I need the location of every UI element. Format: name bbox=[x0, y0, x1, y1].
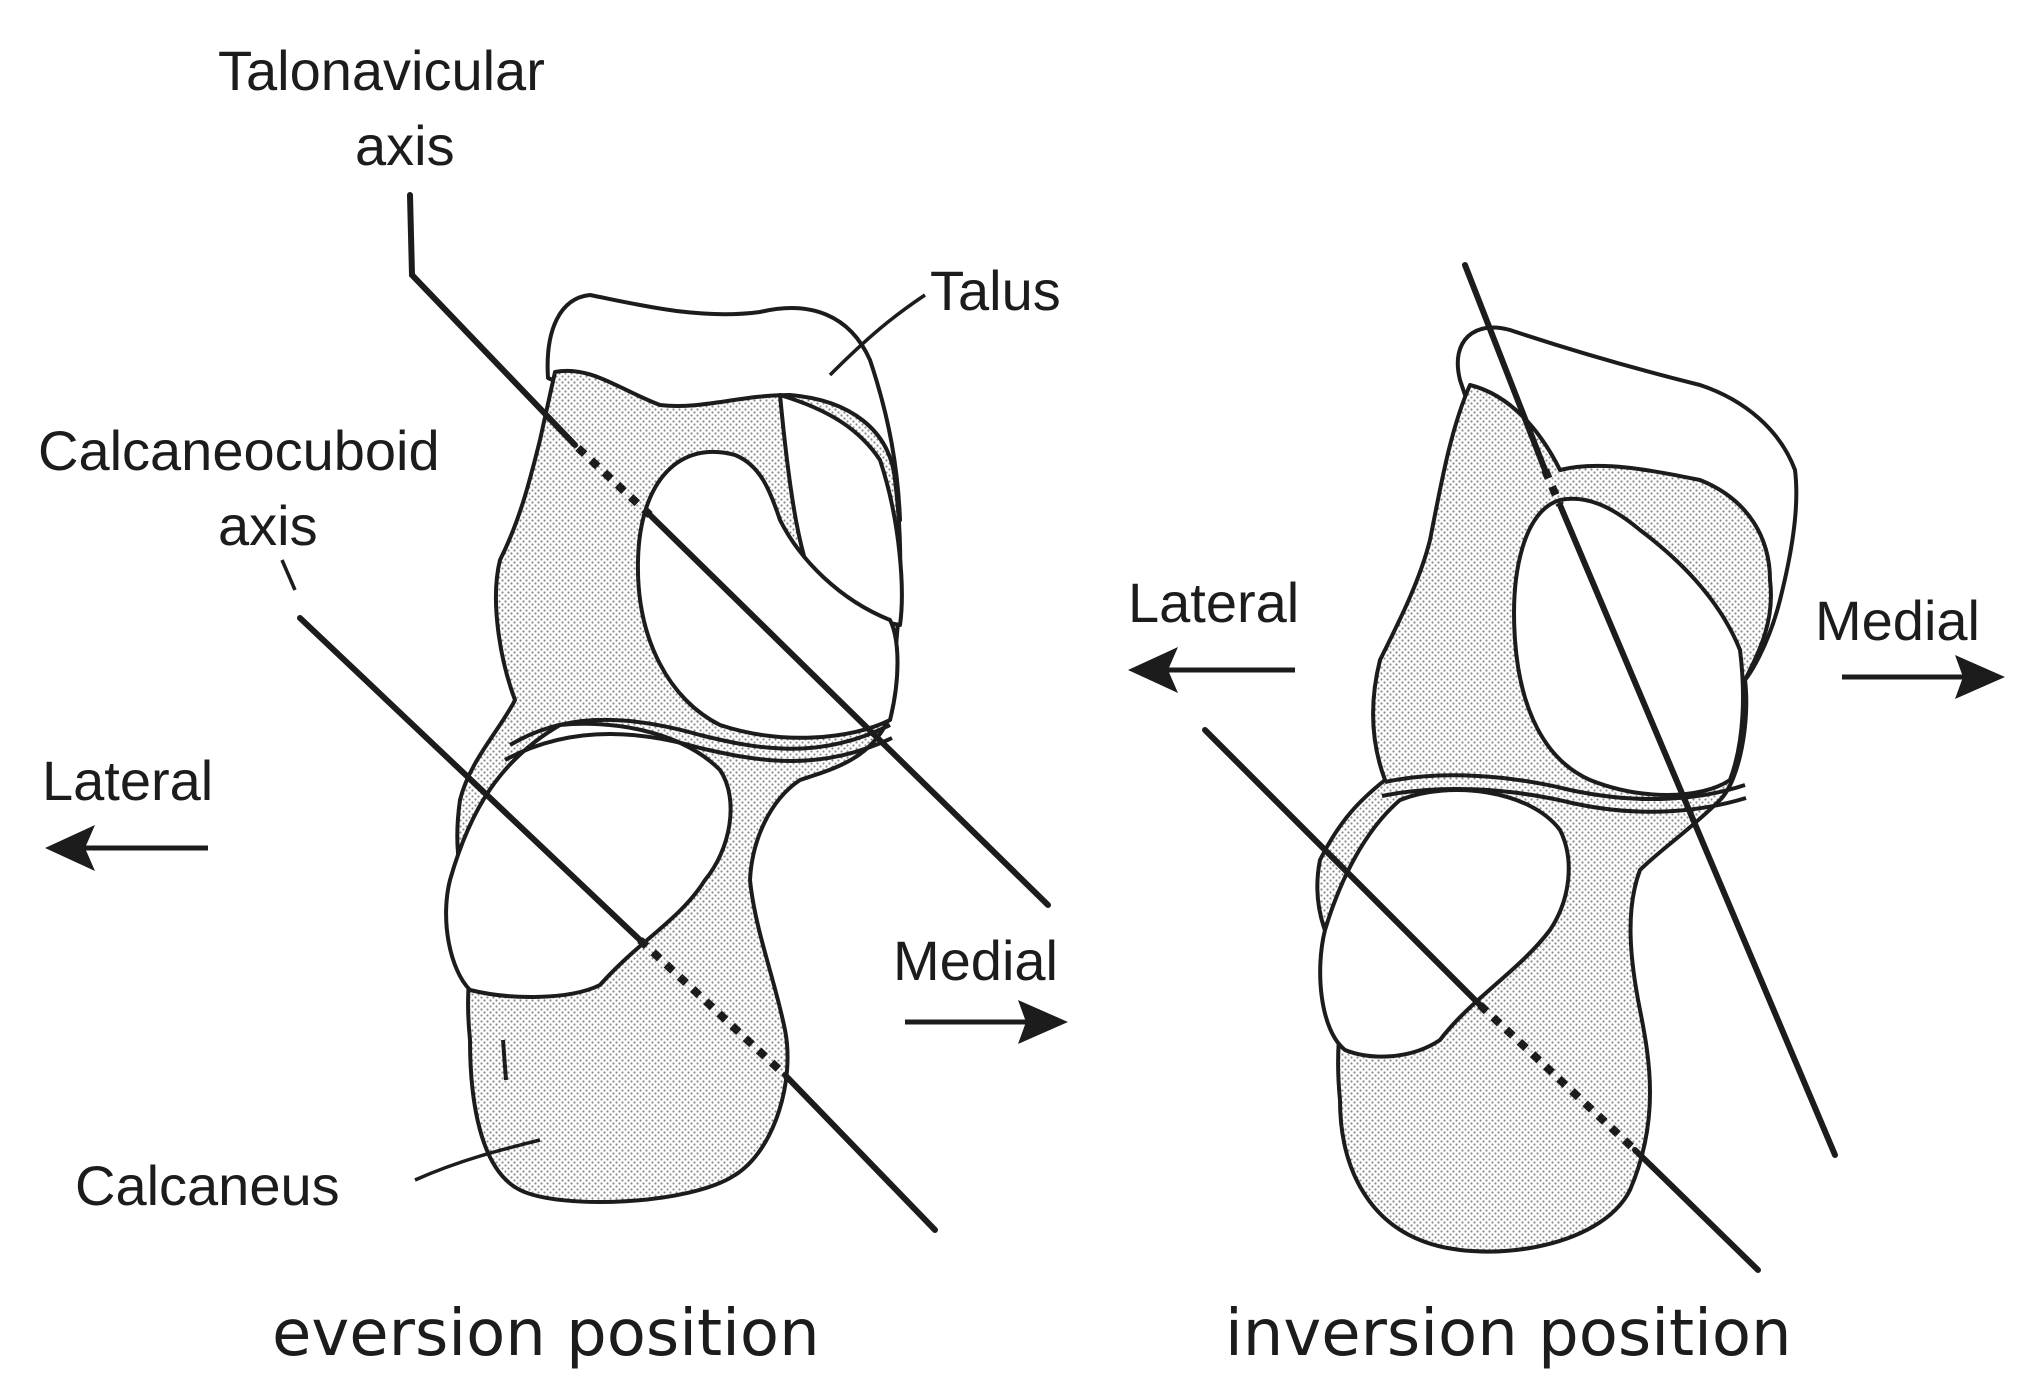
calcaneocuboid-label-line1: Calcaneocuboid bbox=[38, 419, 440, 482]
talonavicular-label-line1: Talonavicular bbox=[218, 39, 545, 102]
talonavicular-axis-left bbox=[407, 192, 578, 448]
lateral-arrow-left-head bbox=[45, 825, 95, 871]
talonavicular-axis-dotted-right bbox=[1541, 468, 1564, 507]
calcaneocuboid-axis-right bbox=[1202, 727, 1483, 1008]
medial-label-right: Medial bbox=[1815, 589, 1980, 652]
eversion-panel: Talonavicular axis Talus Calcaneocuboid … bbox=[38, 39, 1068, 1371]
talonavicular-axis-right bbox=[1462, 262, 1548, 473]
midtarsal-joint-left bbox=[508, 717, 891, 751]
medial-label-left: Medial bbox=[893, 929, 1058, 992]
calcaneocuboid-axis-left-2 bbox=[782, 1072, 938, 1233]
calcaneocuboid-label-line2: axis bbox=[218, 494, 318, 557]
talonavicular-label-line2: axis bbox=[355, 114, 455, 177]
talus-leader-left bbox=[828, 293, 926, 377]
inversion-panel: Lateral Medial inversion position bbox=[1128, 262, 2005, 1371]
midtarsal-joint-right bbox=[1384, 773, 1746, 802]
talonavicular-axis-right-2 bbox=[1557, 502, 1838, 1158]
calcaneocuboid-axis-left bbox=[297, 615, 643, 943]
medial-arrow-right-head bbox=[1955, 655, 2005, 699]
talus-head-left bbox=[635, 449, 900, 740]
talonavicular-axis-left-2 bbox=[647, 512, 1051, 908]
cuboid-right bbox=[1318, 788, 1571, 1059]
eversion-caption: eversion position bbox=[272, 1297, 820, 1371]
calcaneocuboid-axis-right-2 bbox=[1632, 1147, 1761, 1273]
calcaneocuboid-axis-dotted-left bbox=[637, 937, 788, 1078]
inversion-caption: inversion position bbox=[1225, 1297, 1792, 1371]
calcaneus-leader-left bbox=[414, 1138, 541, 1182]
midtarsal-joint-left-2 bbox=[504, 732, 893, 763]
midtarsal-joint-right-2 bbox=[1381, 786, 1747, 814]
talus-head-right bbox=[1512, 496, 1745, 797]
lateral-label-right: Lateral bbox=[1128, 571, 1299, 634]
cuboid-left bbox=[444, 721, 733, 999]
calcaneus-mark-left bbox=[501, 1039, 508, 1081]
calcaneus-label: Calcaneus bbox=[75, 1154, 340, 1217]
medial-arrow-left-head bbox=[1018, 1000, 1068, 1044]
calcaneocuboid-axis-leader-left bbox=[280, 559, 297, 591]
talus-label-left: Talus bbox=[930, 259, 1061, 322]
lateral-label-left: Lateral bbox=[42, 749, 213, 812]
lateral-arrow-right-head bbox=[1128, 647, 1178, 693]
